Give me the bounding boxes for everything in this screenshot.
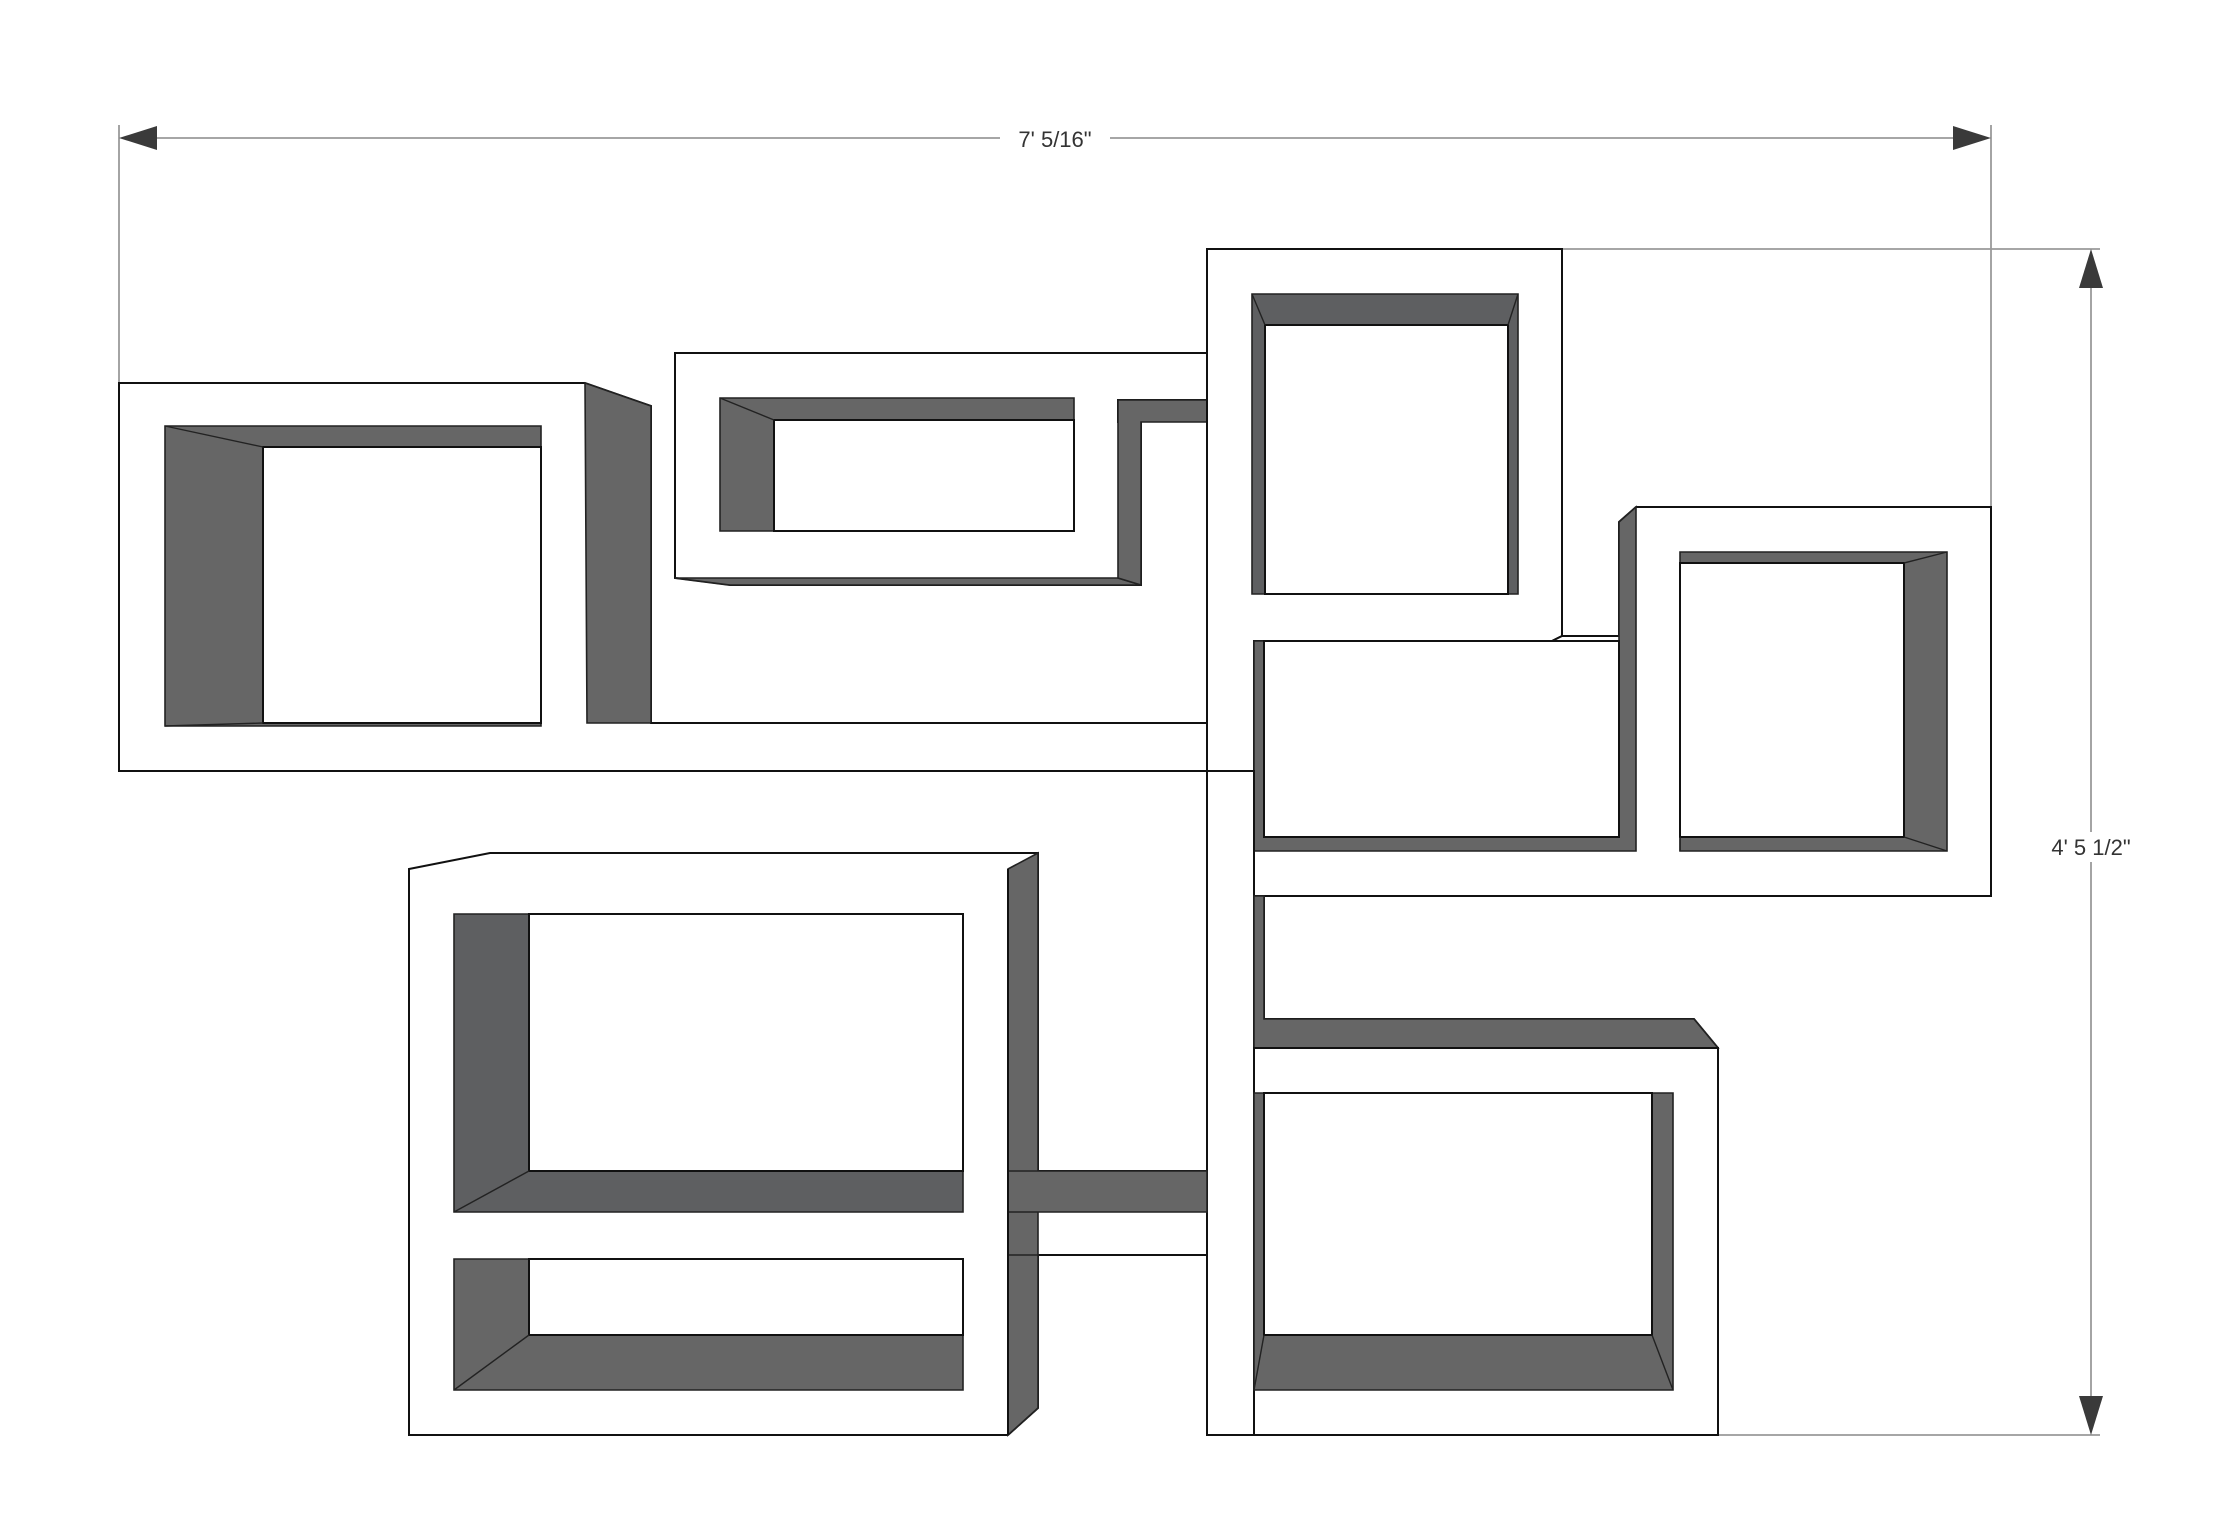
shelf-side-panel <box>1117 399 1208 587</box>
cubby-edge <box>164 425 264 448</box>
shelf-face <box>1206 770 1255 1436</box>
cubby-edge <box>1253 1334 1265 1391</box>
width-arrow-right-icon <box>1953 126 1991 150</box>
cubby-edge <box>453 1170 530 1213</box>
cubby-opening <box>1263 1092 1653 1336</box>
cubby-edge <box>164 722 264 727</box>
height-label-mask <box>2036 832 2146 862</box>
cubby-edge <box>1651 1334 1674 1391</box>
shelf-connector <box>1007 1170 1208 1213</box>
height-dimension: 4' 5 1/2" <box>1562 248 2146 1436</box>
cubby-edge <box>1507 293 1519 326</box>
shelf-module-center-spine <box>1206 770 1255 1436</box>
shelf-bottom-panel <box>674 577 1142 586</box>
shelf-connector <box>1007 1254 1039 1437</box>
cubby-opening <box>1679 562 1905 838</box>
cubby-opening <box>528 913 964 1172</box>
cubby-opening <box>773 419 1075 532</box>
width-arrow-left-icon <box>119 126 157 150</box>
cubby-edge <box>1251 293 1266 326</box>
width-label-mask <box>1000 124 1110 152</box>
height-arrow-top-icon <box>2079 249 2103 288</box>
shelf-module-upper-middle <box>674 352 1208 587</box>
height-label: 4' 5 1/2" <box>2051 835 2130 860</box>
shelf-module-lower-right <box>1253 895 1991 1436</box>
shelf-module-lower-left <box>408 851 1208 1437</box>
cubby-edge <box>719 397 775 421</box>
cubby-opening <box>262 446 542 724</box>
niche-opening <box>1263 640 1620 838</box>
cubby-edge <box>1903 836 1948 852</box>
niche-interior <box>1253 895 1720 1049</box>
cubby-edge <box>1903 551 1948 564</box>
shelf-module-right <box>1253 505 1992 897</box>
width-dimension: 7' 5/16" <box>118 124 1992 510</box>
width-label: 7' 5/16" <box>1018 127 1091 152</box>
cubby-edge <box>453 1334 530 1391</box>
cubby-opening <box>1264 324 1509 595</box>
height-arrow-bottom-icon <box>2079 1396 2103 1435</box>
shelf-side-panel <box>584 381 652 724</box>
shelf-module-upper-left <box>118 381 1208 772</box>
cubby-opening <box>528 1258 964 1336</box>
